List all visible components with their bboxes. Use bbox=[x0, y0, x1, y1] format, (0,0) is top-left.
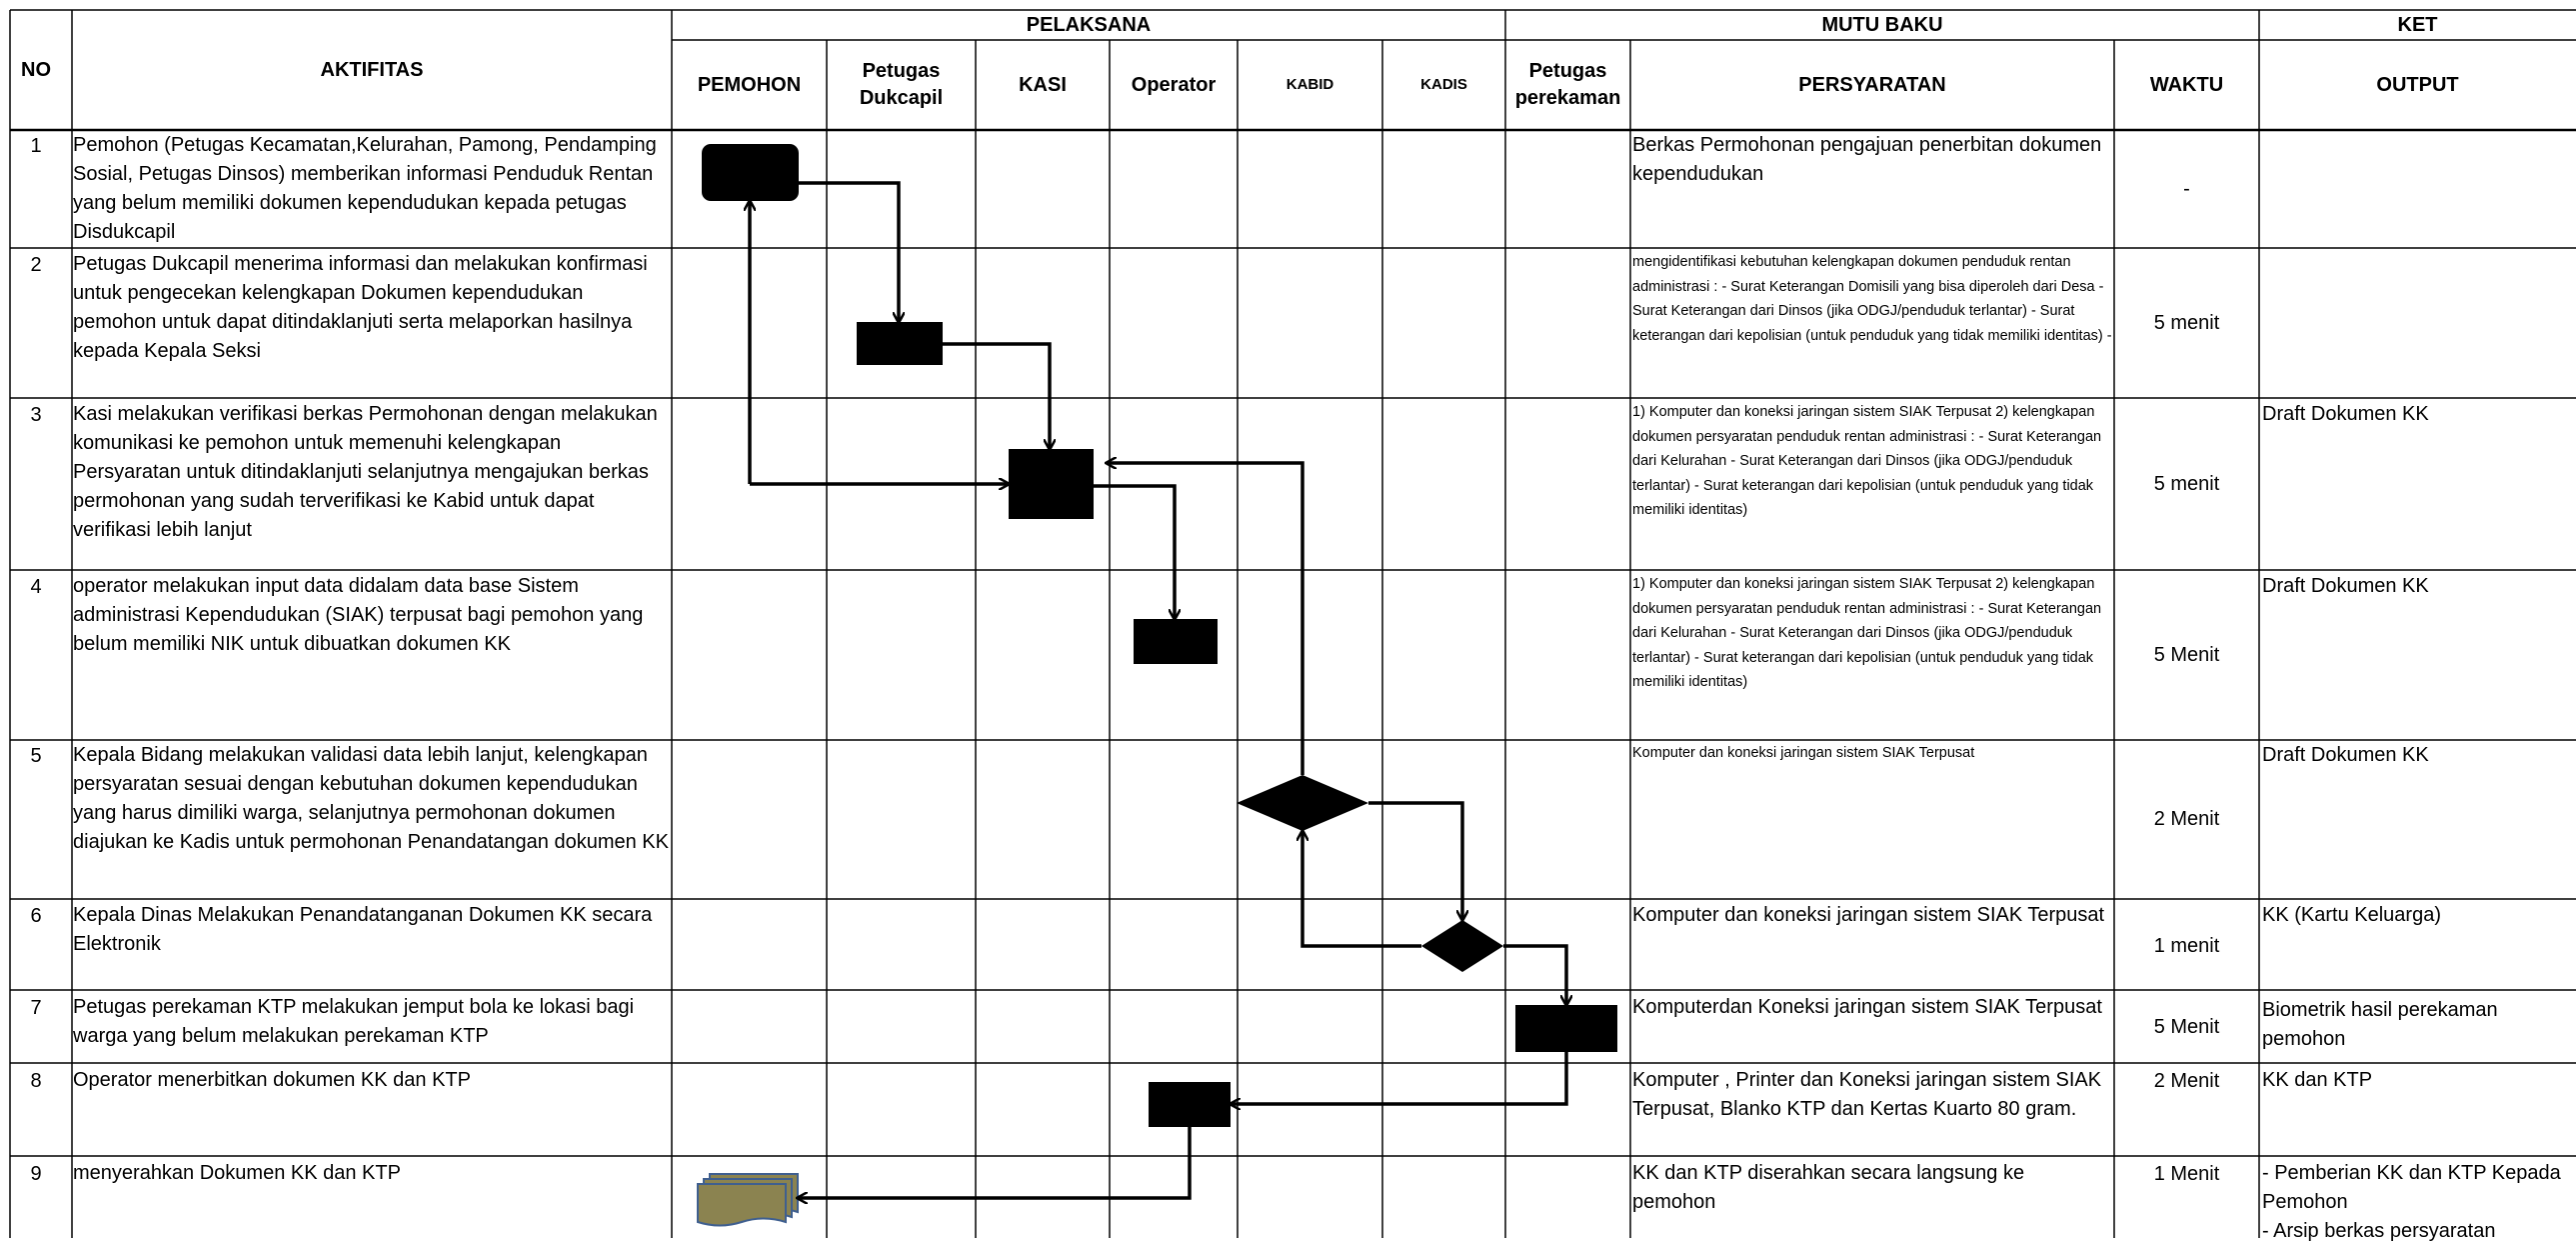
step-7-process bbox=[1515, 1005, 1617, 1052]
header-ket: KET bbox=[2397, 13, 2438, 36]
row-7-waktu: 5 Menit bbox=[2153, 1015, 2220, 1038]
row-1-persyaratan: Berkas Permohonan pengajuan penerbitan d… bbox=[1632, 134, 2102, 185]
row-7-output: Biometrik hasil perekaman pemohon bbox=[2262, 999, 2498, 1050]
table-grid bbox=[9, 9, 2576, 1238]
row-1-no: 1 bbox=[30, 135, 42, 157]
row-9-aktifitas: menyerahkan Dokumen KK dan KTP bbox=[73, 1162, 401, 1184]
header-aktifitas: AKTIFITAS bbox=[320, 58, 424, 81]
row-8-output: KK dan KTP bbox=[2262, 1069, 2373, 1091]
row-3-output: Draft Dokumen KK bbox=[2262, 403, 2429, 425]
step-3-process bbox=[1009, 449, 1094, 519]
step-2-process bbox=[857, 322, 943, 365]
row-5-no: 5 bbox=[30, 745, 42, 767]
row-5-output: Draft Dokumen KK bbox=[2262, 744, 2429, 766]
row-4-waktu: 5 Menit bbox=[2153, 643, 2220, 666]
row-5-waktu: 2 Menit bbox=[2153, 807, 2220, 830]
header-petugas-perekaman: Petugas perekaman bbox=[1514, 60, 1621, 109]
row-2-persyaratan: mengidentifikasi kebutuhan kelengkapan d… bbox=[1632, 254, 2112, 344]
step-8-process bbox=[1149, 1082, 1231, 1127]
header-output: OUTPUT bbox=[2376, 73, 2459, 96]
row-9-output: - Pemberian KK dan KTP Kepada Pemohon - … bbox=[2262, 1162, 2561, 1242]
row-7-persyaratan: Komputerdan Koneksi jaringan sistem SIAK… bbox=[1632, 996, 2102, 1018]
header-kadis: KADIS bbox=[1420, 75, 1467, 93]
row-3-aktifitas: Kasi melakukan verifikasi berkas Permoho… bbox=[73, 403, 658, 541]
header-kabid: KABID bbox=[1286, 75, 1334, 93]
row-3-waktu: 5 menit bbox=[2153, 472, 2220, 495]
row-3-persyaratan: 1) Komputer dan koneksi jaringan sistem … bbox=[1632, 404, 2102, 518]
step-1-terminator bbox=[702, 144, 799, 201]
row-7-no: 7 bbox=[30, 997, 42, 1019]
row-6-persyaratan: Komputer dan koneksi jaringan sistem SIA… bbox=[1632, 904, 2105, 926]
header-waktu: WAKTU bbox=[2149, 73, 2224, 96]
header-no: NO bbox=[21, 58, 51, 81]
step-9-document bbox=[697, 1173, 799, 1227]
row-6-no: 6 bbox=[30, 905, 42, 927]
header-operator: Operator bbox=[1131, 73, 1217, 96]
row-9-waktu: 1 Menit bbox=[2153, 1162, 2220, 1185]
step-4-process bbox=[1134, 619, 1218, 664]
header-petugas-dukcapil: Petugas Dukcapil bbox=[859, 60, 944, 109]
row-3-no: 3 bbox=[30, 404, 42, 426]
row-8-persyaratan: Komputer , Printer dan Koneksi jaringan … bbox=[1632, 1069, 2102, 1120]
row-9-no: 9 bbox=[30, 1163, 42, 1185]
row-4-output: Draft Dokumen KK bbox=[2262, 575, 2429, 597]
row-5-aktifitas: Kepala Bidang melakukan validasi data le… bbox=[73, 744, 669, 853]
header-mutu-baku: MUTU BAKU bbox=[1821, 13, 1943, 36]
row-2-waktu: 5 menit bbox=[2153, 311, 2220, 334]
row-7-aktifitas: Petugas perekaman KTP melakukan jemput b… bbox=[73, 996, 635, 1047]
step-6-decision bbox=[1421, 920, 1503, 972]
header-pemohon: PEMOHON bbox=[697, 73, 802, 96]
row-2-no: 2 bbox=[30, 254, 42, 276]
row-2-aktifitas: Petugas Dukcapil menerima informasi dan … bbox=[73, 253, 648, 362]
row-4-persyaratan: 1) Komputer dan koneksi jaringan sistem … bbox=[1632, 576, 2102, 690]
row-1-aktifitas: Pemohon (Petugas Kecamatan,Kelurahan, Pa… bbox=[73, 134, 657, 243]
row-6-output: KK (Kartu Keluarga) bbox=[2262, 904, 2441, 926]
flow-connectors bbox=[750, 181, 1566, 1198]
header-kasi: KASI bbox=[1019, 73, 1067, 96]
row-8-waktu: 2 Menit bbox=[2153, 1069, 2220, 1092]
row-8-no: 8 bbox=[30, 1070, 42, 1092]
row-5-persyaratan: Komputer dan koneksi jaringan sistem SIA… bbox=[1632, 745, 1975, 761]
row-1-waktu: - bbox=[2183, 177, 2190, 200]
header-persyaratan: PERSYARATAN bbox=[1798, 73, 1946, 96]
step-5-decision bbox=[1237, 775, 1368, 831]
row-6-waktu: 1 menit bbox=[2153, 934, 2220, 957]
header-pelaksana: PELAKSANA bbox=[1026, 13, 1152, 36]
row-9-persyaratan: KK dan KTP diserahkan secara langsung ke… bbox=[1632, 1162, 2025, 1213]
row-4-no: 4 bbox=[30, 576, 42, 598]
row-8-aktifitas: Operator menerbitkan dokumen KK dan KTP bbox=[73, 1069, 471, 1091]
row-6-aktifitas: Kepala Dinas Melakukan Penandatanganan D… bbox=[73, 904, 653, 955]
row-4-aktifitas: operator melakukan input data didalam da… bbox=[73, 575, 644, 655]
